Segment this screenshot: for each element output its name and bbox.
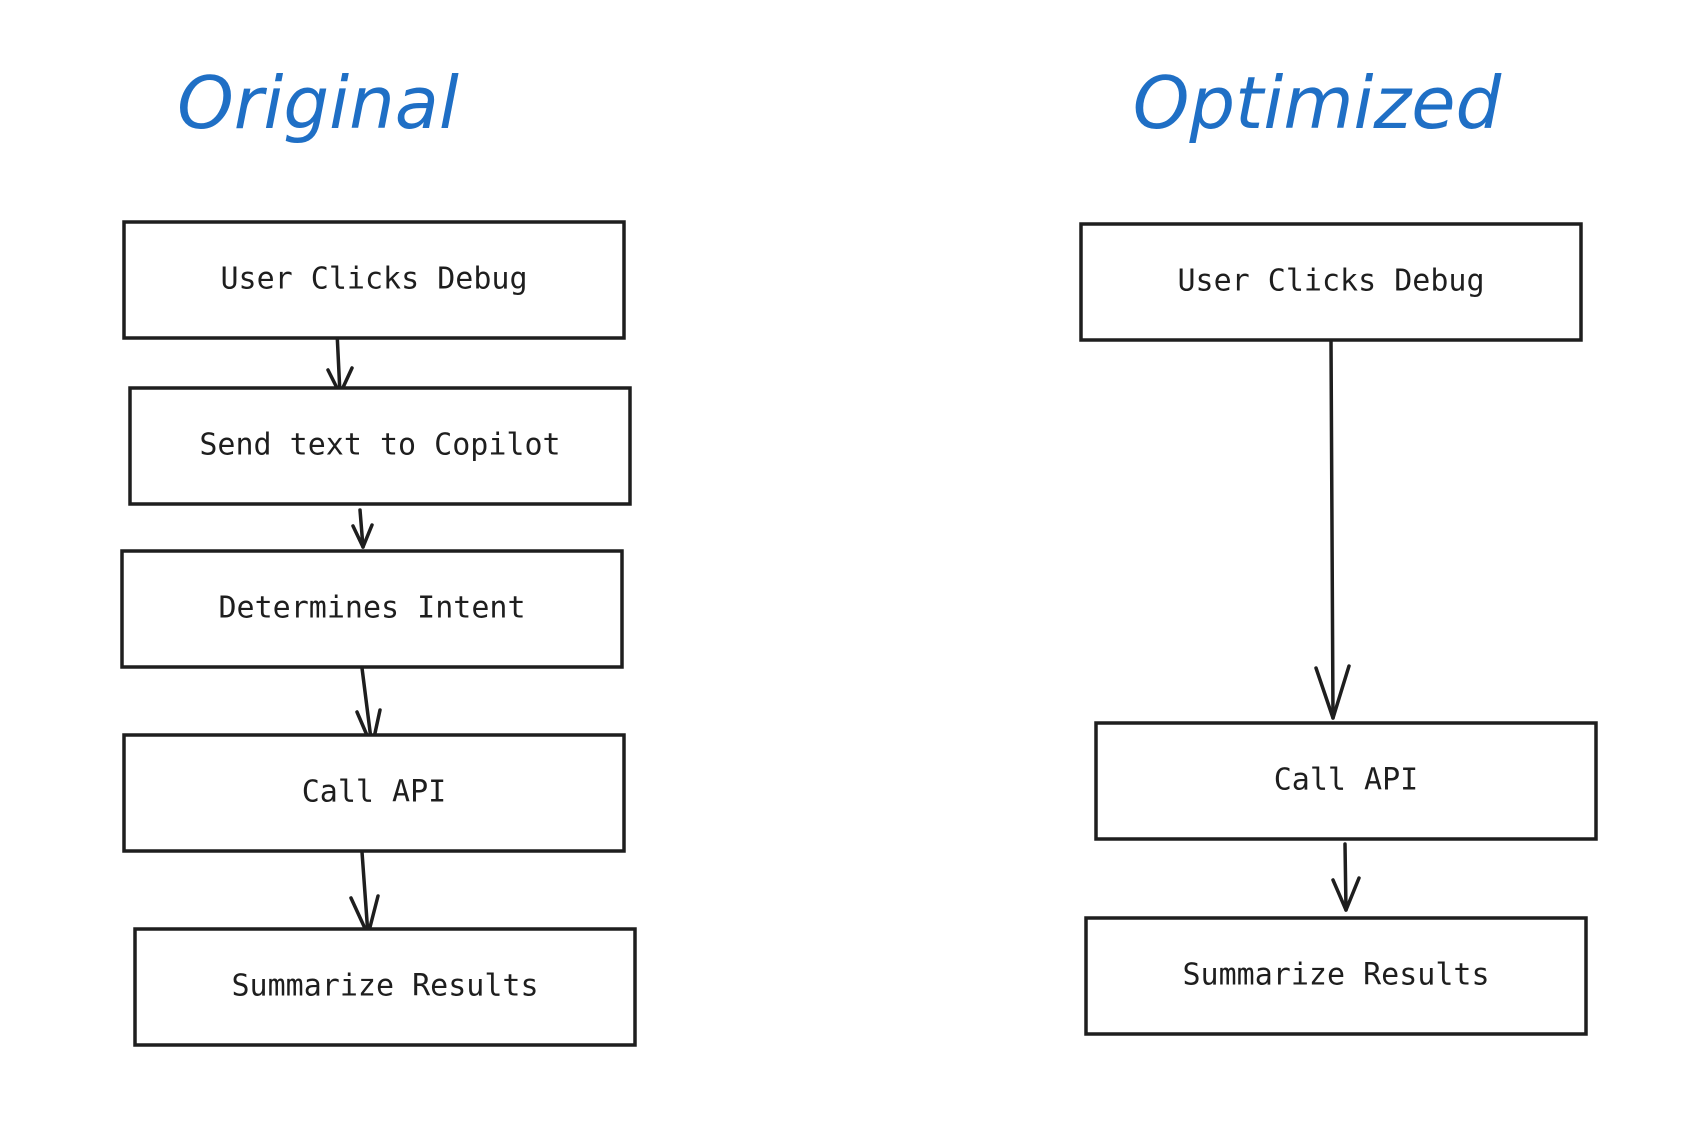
step-optimized-3: Summarize Results	[1084, 916, 1588, 1036]
step-label: User Clicks Debug	[1177, 264, 1484, 299]
step-original-5: Summarize Results	[133, 927, 637, 1047]
step-label: Summarize Results	[231, 969, 538, 1004]
step-original-4: Call API	[122, 733, 626, 853]
step-label: Call API	[302, 775, 447, 810]
panel-optimized: Optimized User Clicks Debug Call API Sum…	[1079, 61, 1598, 1036]
edge-original-2	[351, 508, 374, 549]
panel-title-optimized: Optimized	[1133, 61, 1503, 145]
step-original-2: Send text to Copilot	[128, 386, 632, 506]
step-label: Send text to Copilot	[199, 428, 560, 463]
step-label: User Clicks Debug	[220, 262, 527, 297]
step-optimized-2: Call API	[1094, 721, 1598, 841]
panel-title-original: Original	[177, 61, 459, 145]
step-original-3: Determines Intent	[120, 549, 624, 669]
step-label: Call API	[1274, 763, 1419, 798]
step-label: Determines Intent	[218, 591, 525, 626]
edge-optimized-2	[1331, 842, 1361, 912]
edge-original-1	[326, 330, 354, 396]
panel-original: Original User Clicks Debug Send text to …	[120, 61, 637, 1047]
step-optimized-1: User Clicks Debug	[1079, 222, 1583, 342]
edge-original-4	[349, 850, 380, 937]
edge-optimized-1	[1314, 338, 1351, 720]
step-original-1: User Clicks Debug	[122, 220, 626, 340]
step-label: Summarize Results	[1182, 958, 1489, 993]
